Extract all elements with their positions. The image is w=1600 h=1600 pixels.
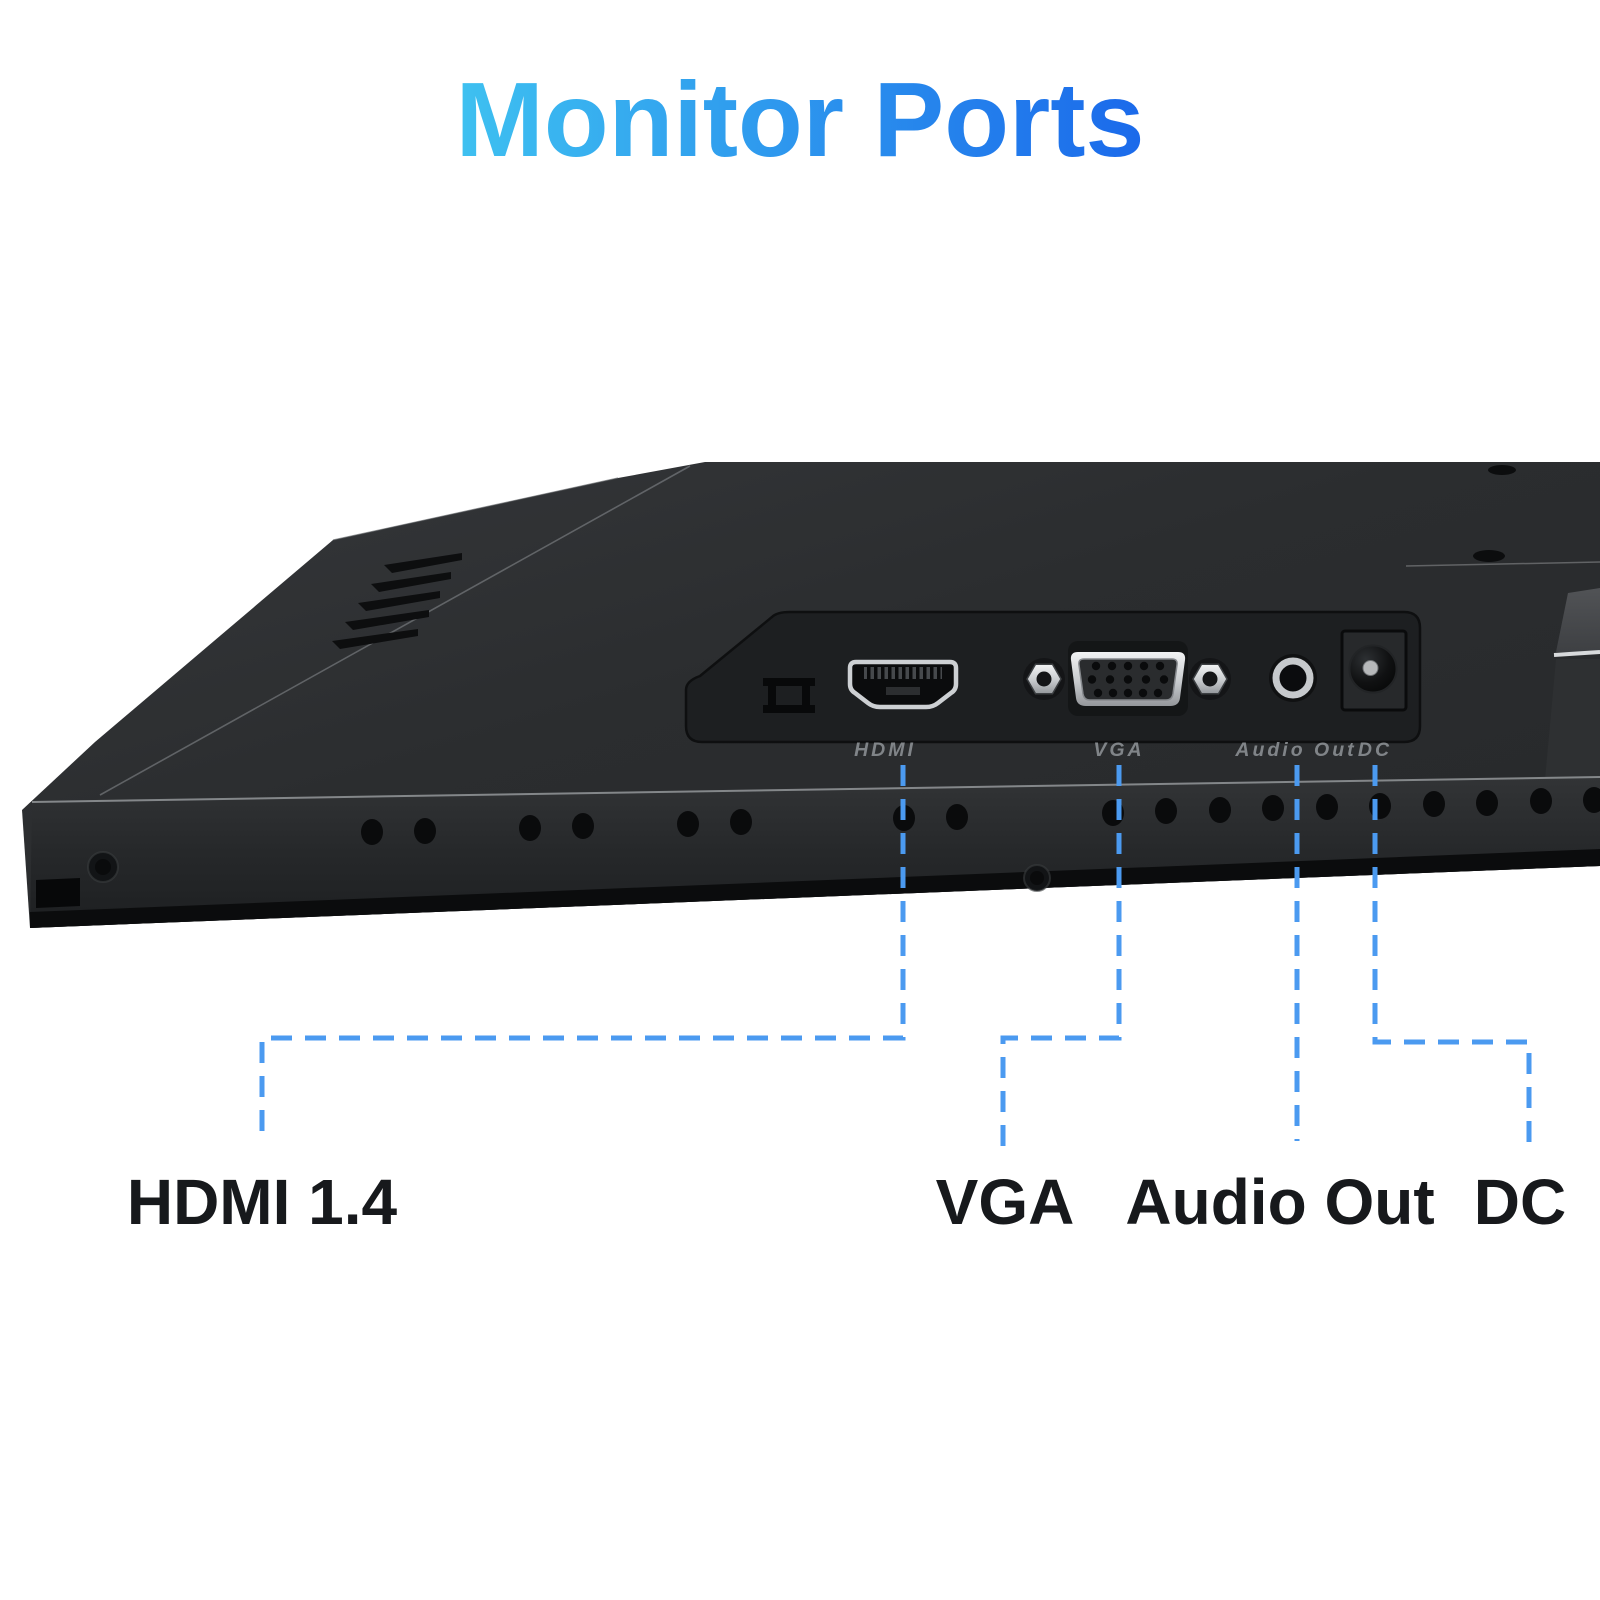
dc-jack-icon — [1340, 629, 1408, 712]
port-label-hdmi: HDMI — [854, 739, 916, 761]
callout-label-dc: DC — [1473, 1166, 1567, 1238]
callout-label-audio-out: Audio Out — [1125, 1166, 1435, 1238]
vga-port-icon — [1023, 641, 1231, 716]
audio-jack-icon — [1269, 654, 1317, 702]
port-label-audio-out: Audio Out — [1234, 739, 1356, 761]
port-label-dc: DC — [1358, 739, 1392, 761]
page-title: Monitor Ports — [0, 60, 1600, 181]
leader-line-hdmi — [259, 765, 906, 1143]
ports-panel — [684, 610, 1422, 744]
hdmi-port-icon — [847, 659, 959, 710]
vent-grille-icon — [332, 553, 462, 649]
bezel-left-notch — [36, 878, 80, 908]
leader-line-dc — [1372, 765, 1532, 1147]
back-screw-hole — [1488, 465, 1516, 475]
callout-label-vga: VGA — [935, 1166, 1075, 1238]
port-label-vga: VGA — [1093, 739, 1144, 761]
back-screw-hole — [1473, 550, 1505, 562]
speaker-holes — [361, 787, 1600, 845]
leader-line-vga — [1000, 765, 1122, 1147]
monitor-bezel — [30, 776, 1600, 928]
bezel-screw — [87, 851, 119, 883]
bezel-screw — [1023, 864, 1051, 892]
stand-column — [1545, 588, 1600, 780]
callout-label-hdmi: HDMI 1.4 — [126, 1166, 398, 1238]
kensington-slot-icon — [763, 678, 815, 713]
